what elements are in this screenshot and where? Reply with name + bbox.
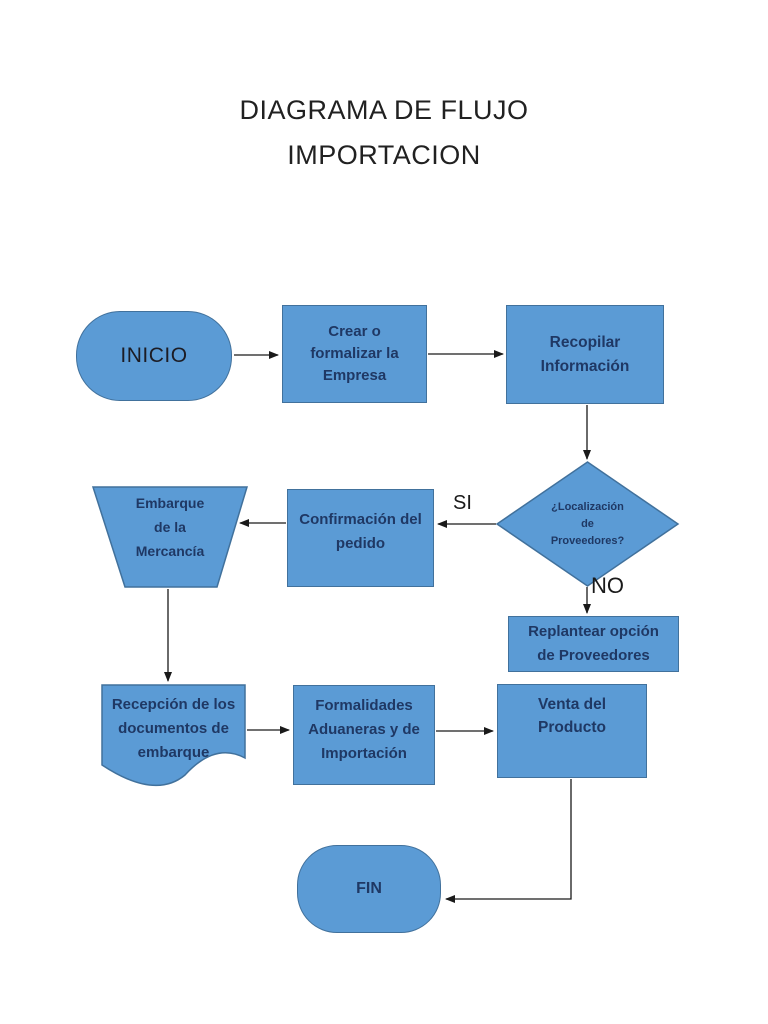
node-text-line: Producto [537, 719, 607, 736]
node-recepcion-documentos-document: Recepción de los documentos de embarque [102, 685, 245, 785]
node-text-line: de Proveedores [537, 647, 650, 664]
node-text-line: Mercancía [135, 543, 205, 559]
node-text-line: Crear o [328, 323, 381, 340]
node-text-line: Recepción de los [111, 696, 236, 713]
node-localizacion-decision: ¿Localización de Proveedores? [497, 462, 678, 586]
node-confirmacion-pedido-process: Confirmación del pedido [287, 489, 434, 587]
node-text-line: Aduaneras y de [308, 721, 420, 738]
edge-label-no: NO [591, 573, 624, 598]
node-text-line: embarque [137, 744, 210, 761]
node-text-line: Recopilar [549, 333, 621, 351]
node-recopilar-informacion-process: Recopilar Información [506, 305, 664, 404]
edge-label-si: SI [453, 492, 472, 514]
node-text-line: Confirmación del [299, 511, 422, 528]
node-text-line: formalizar la [310, 345, 399, 362]
node-text-line: Información [540, 357, 630, 375]
node-text-line: Importación [321, 745, 407, 762]
node-fin-label: FIN [356, 880, 382, 897]
node-inicio-terminator: INICIO [76, 311, 232, 401]
node-text-line: Replantear opción [528, 623, 659, 640]
document-shape [101, 684, 246, 787]
page-subtitle: IMPORTACION [287, 140, 481, 170]
node-crear-empresa-process: Crear o formalizar la Empresa [282, 305, 427, 403]
node-text-line: ¿Localización [551, 500, 624, 513]
trapezoid-shape [91, 486, 249, 588]
node-text-line: pedido [335, 535, 386, 552]
arrow-venta-to-fin [445, 779, 572, 903]
node-text-line: de [581, 517, 594, 530]
node-text-line: Empresa [322, 367, 387, 384]
node-fin-terminator: FIN [297, 845, 441, 933]
node-text-line: Proveedores? [550, 534, 625, 547]
node-embarque-mercancia-trapezoid: Embarque de la Mercancía [93, 487, 247, 587]
node-text-line: Venta del [537, 696, 607, 713]
node-text-line: Embarque [135, 495, 205, 511]
node-formalidades-aduaneras-process: Formalidades Aduaneras y de Importación [293, 685, 435, 785]
node-inicio-label: INICIO [120, 344, 188, 367]
decision-diamond-shape [495, 461, 680, 587]
node-replantear-proveedores-process: Replantear opción de Proveedores [508, 616, 679, 672]
node-text-line: documentos de [118, 720, 229, 737]
node-text-line: Formalidades [315, 697, 413, 714]
node-venta-producto-process: Venta del Producto [497, 684, 647, 778]
page-title: DIAGRAMA DE FLUJO [239, 95, 529, 125]
node-text-line: de la [154, 519, 186, 535]
